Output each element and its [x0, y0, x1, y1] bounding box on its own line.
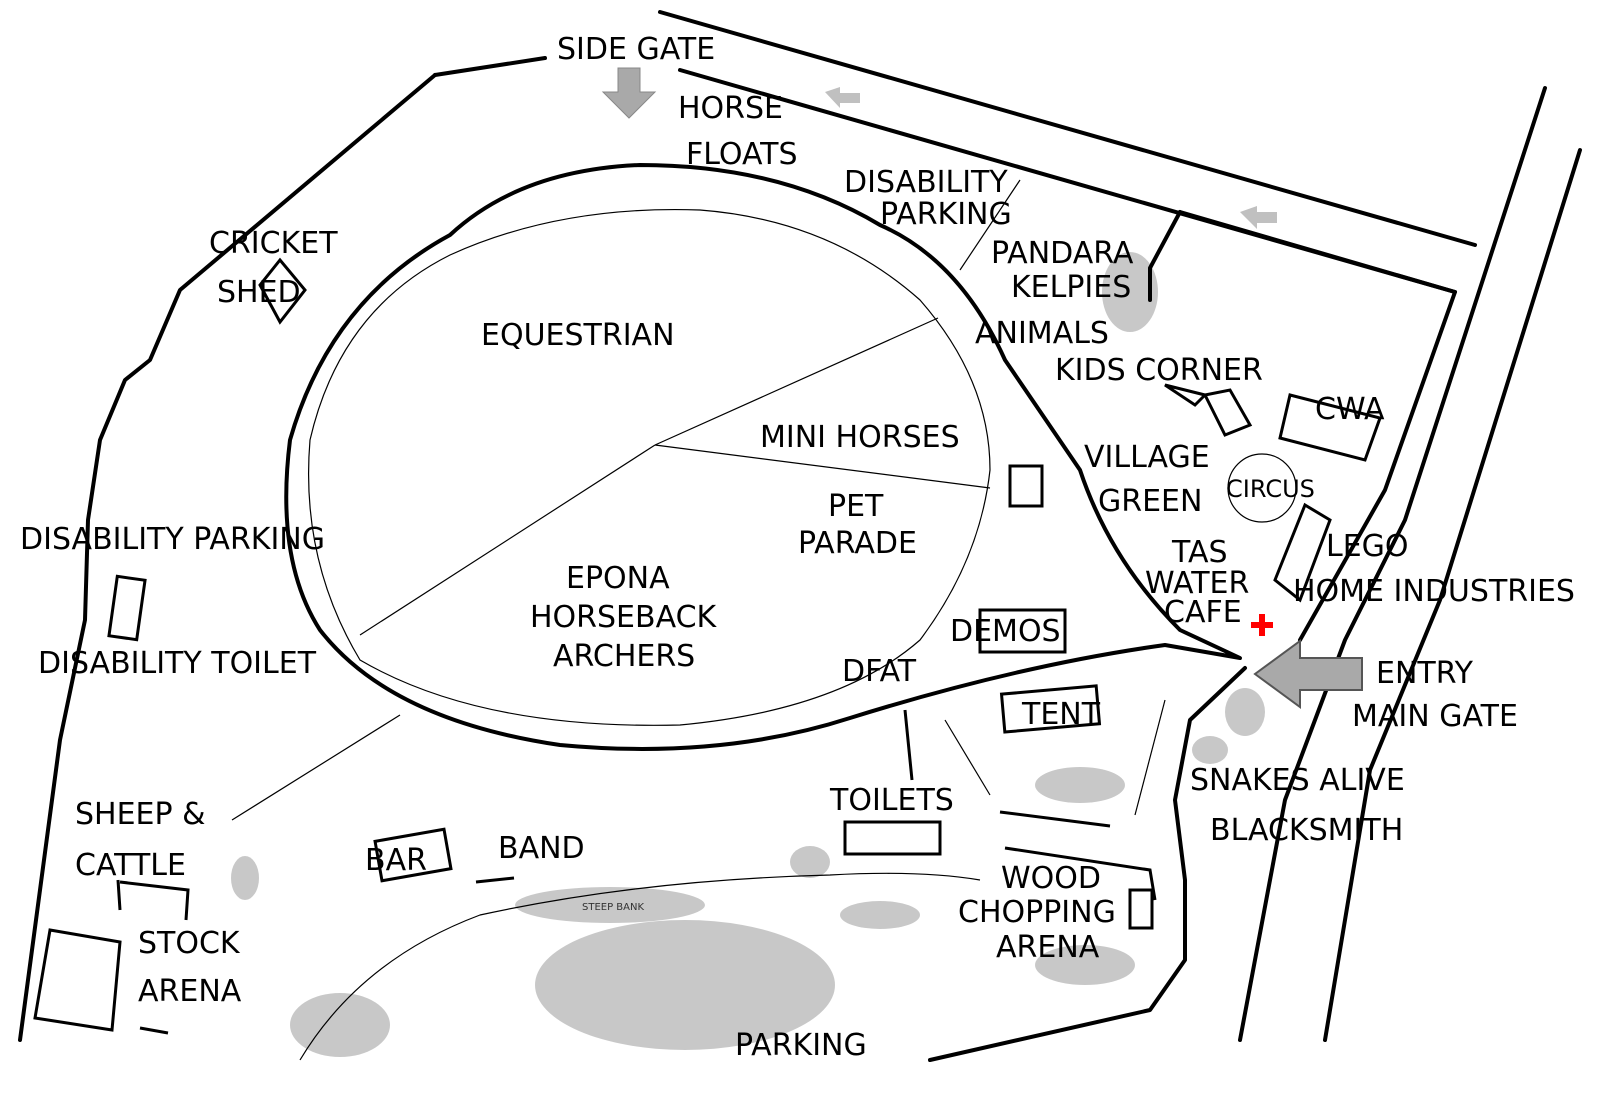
tas-water-cafe-label-line1: TAS — [1171, 535, 1228, 570]
main-arena-track — [231, 163, 1242, 821]
dirt-track — [299, 872, 981, 1061]
sheep-cattle-label-line1: SHEEP & — [75, 797, 206, 832]
side-gate-label: SIDE GATE — [557, 32, 715, 67]
tas-water-cafe-label-line2: WATER — [1145, 566, 1249, 601]
sheep-cattle-label-line2: CATTLE — [75, 848, 186, 883]
wood-chopping-label-line3: ARENA — [996, 930, 1100, 965]
entry-label: ENTRY — [1376, 656, 1474, 691]
horse-floats-label-line1: HORSE — [678, 91, 783, 126]
arrow-down-icon — [601, 67, 657, 119]
snakes-alive-label: SNAKES ALIVE — [1190, 763, 1405, 798]
pandara-kelpies-label-line1: PANDARA — [991, 236, 1134, 271]
buildings — [33, 257, 1382, 1035]
blacksmith-label: BLACKSMITH — [1210, 813, 1403, 848]
stock-arena-label-line1: STOCK — [138, 926, 241, 961]
disability-parking-left-label: DISABILITY PARKING — [20, 522, 325, 557]
band-label: BAND — [498, 831, 585, 866]
arrow-left-icon — [1253, 639, 1363, 709]
circus-label: CIRCUS — [1226, 475, 1315, 503]
steep-bank-label: STEEP BANK — [582, 902, 644, 913]
wood-chopping-label-line2: CHOPPING — [958, 895, 1116, 930]
main-gate-label: MAIN GATE — [1352, 699, 1518, 734]
disability-parking-top-label-line2: PARKING — [880, 197, 1012, 232]
cricket-shed-label-line1: CRICKET — [209, 226, 338, 261]
equestrian-label: EQUESTRIAN — [481, 318, 675, 353]
stock-arena-label-line2: ARENA — [138, 974, 242, 1009]
wood-chopping-label-line1: WOOD — [1001, 861, 1101, 896]
pet-parade-label-line1: PET — [828, 489, 884, 524]
vegetation — [231, 252, 1265, 1057]
mini-horses-label: MINI HORSES — [760, 420, 960, 455]
pandara-kelpies-label-line2: KELPIES — [1011, 270, 1131, 305]
horse-floats-label-line2: FLOATS — [686, 137, 798, 172]
first-aid-cross-icon — [1251, 614, 1273, 636]
cwa-label: CWA — [1315, 392, 1385, 427]
bar-label: BAR — [365, 843, 427, 878]
arrow-left-icon — [1240, 206, 1277, 229]
tas-water-cafe-label-line3: CAFE — [1164, 595, 1242, 630]
parking-label: PARKING — [735, 1028, 867, 1063]
lego-label: LEGO — [1326, 529, 1409, 564]
roads — [18, 10, 1582, 1062]
epona-label-line1: EPONA — [566, 561, 670, 596]
village-green-label-line1: VILLAGE — [1084, 440, 1210, 475]
disability-parking-top-label-line1: DISABILITY — [844, 165, 1008, 200]
arrow-left-icon — [825, 87, 860, 108]
demos-label: DEMOS — [950, 614, 1061, 649]
cricket-shed-label-line2: SHED — [217, 275, 301, 310]
animals-label: ANIMALS — [975, 316, 1109, 351]
epona-label-line2: HORSEBACK — [530, 600, 718, 635]
toilets-label: TOILETS — [829, 783, 954, 818]
home-industries-label: HOME INDUSTRIES — [1293, 574, 1575, 609]
dfat-label: DFAT — [842, 654, 917, 689]
tent-label: TENT — [1021, 697, 1101, 732]
kids-corner-label: KIDS CORNER — [1055, 353, 1263, 388]
pet-parade-label-line2: PARADE — [798, 526, 917, 561]
epona-label-line3: ARCHERS — [553, 639, 695, 674]
village-green-label-line2: GREEN — [1098, 484, 1202, 519]
disability-toilet-label: DISABILITY TOILET — [38, 646, 317, 681]
